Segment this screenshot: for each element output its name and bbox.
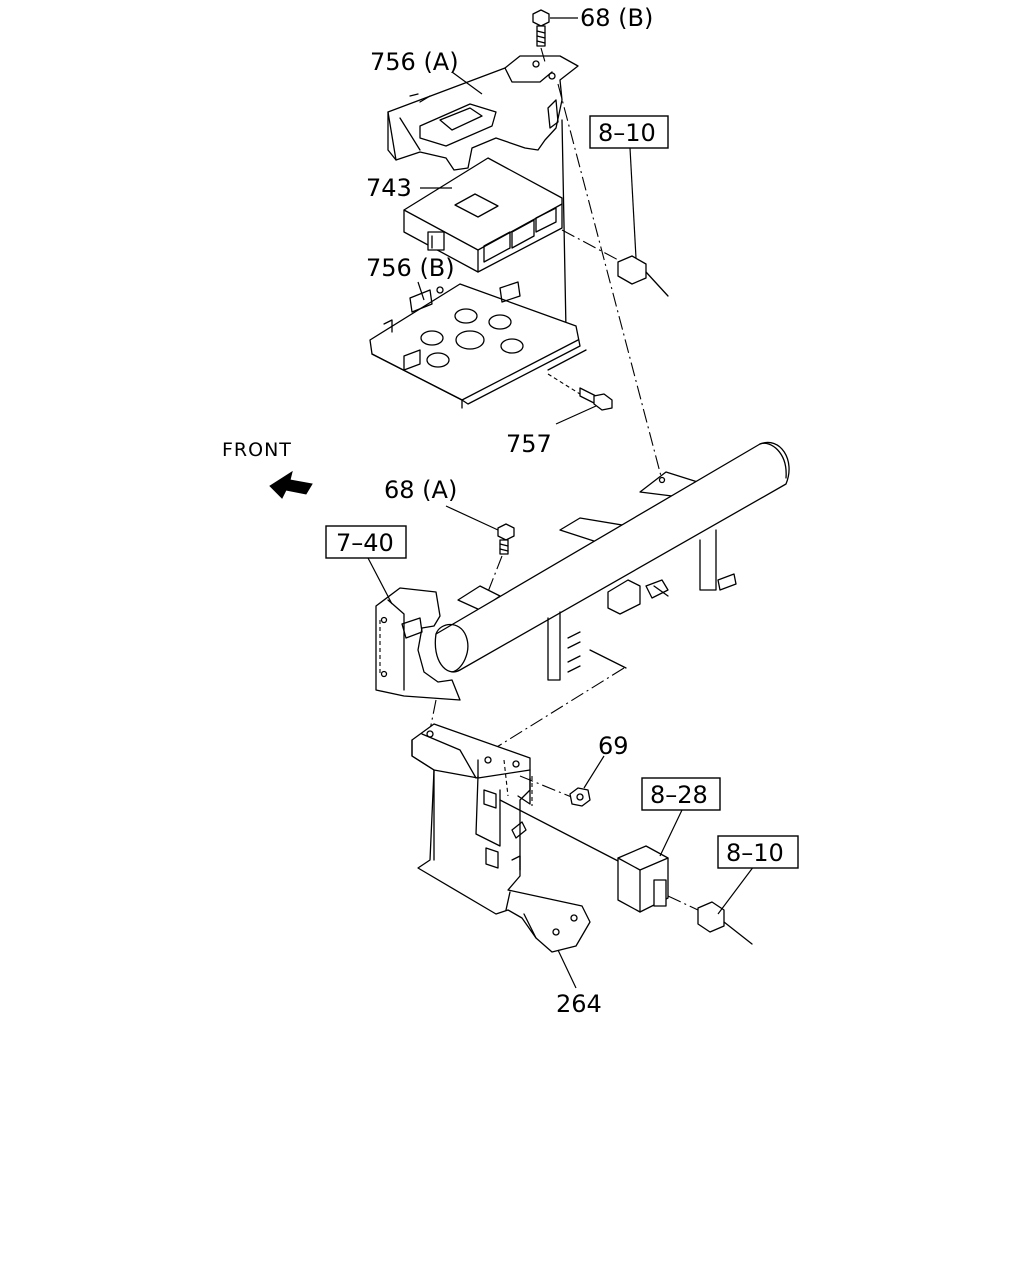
nut-69: [569, 787, 591, 807]
bolt-757: [579, 387, 613, 411]
label-756b: 756 (B): [366, 254, 455, 282]
label-756a: 756 (A): [370, 48, 459, 76]
svg-text:8–10: 8–10: [726, 839, 784, 867]
leader-828: [659, 809, 683, 857]
leader-756b: [417, 281, 425, 301]
cross-beam: [375, 441, 790, 701]
label-69: 69: [598, 732, 629, 760]
bracket-756b: [369, 281, 581, 409]
centerline-connector-bottom: [667, 895, 699, 911]
label-264: 264: [556, 990, 602, 1018]
front-label: FRONT: [222, 439, 292, 461]
centerline-68b: [540, 47, 546, 63]
ref-box-828: 8–28: [641, 777, 721, 811]
leader-757: [555, 405, 597, 425]
centerline-69: [519, 775, 575, 799]
guide-828: [499, 799, 621, 863]
bracket-756a: [387, 55, 579, 171]
connector-bottom: [697, 901, 753, 945]
front-arrow-icon: [269, 470, 313, 499]
centerline-68a: [483, 555, 503, 603]
control-unit-743: [403, 157, 563, 273]
centerline-connector: [561, 229, 623, 263]
connector-top: [617, 255, 669, 297]
svg-text:7–40: 7–40: [336, 529, 394, 557]
guide-757: [547, 349, 587, 371]
leader-740: [367, 557, 393, 605]
bolt-68b: [532, 9, 550, 47]
leader-68a: [445, 505, 499, 531]
guide-lower: [589, 649, 627, 669]
ref-box-740: 7–40: [325, 525, 407, 559]
ref-box-810-bottom: 8–10: [717, 835, 799, 869]
leader-810-top: [629, 147, 637, 259]
bracket-edge-line: [561, 119, 567, 331]
centerline-lower-1: [429, 699, 437, 731]
centerline-68b-to-beam: [557, 83, 663, 481]
centerline-757: [547, 373, 581, 395]
svg-text:8–10: 8–10: [598, 119, 656, 147]
leader-264: [557, 949, 577, 989]
ref-box-810-top: 8–10: [589, 115, 669, 149]
bracket-264: [411, 723, 591, 953]
label-68b: 68 (B): [580, 4, 653, 32]
module-828: [617, 845, 669, 913]
leader-756a: [451, 71, 483, 95]
leader-69: [583, 755, 605, 789]
label-743: 743: [366, 174, 412, 202]
label-757: 757: [506, 430, 552, 458]
bolt-68a: [497, 523, 515, 555]
label-68a: 68 (A): [384, 476, 457, 504]
centerline-lower-2: [491, 667, 625, 751]
svg-text:8–28: 8–28: [650, 781, 708, 809]
leader-810-bottom: [717, 865, 755, 915]
